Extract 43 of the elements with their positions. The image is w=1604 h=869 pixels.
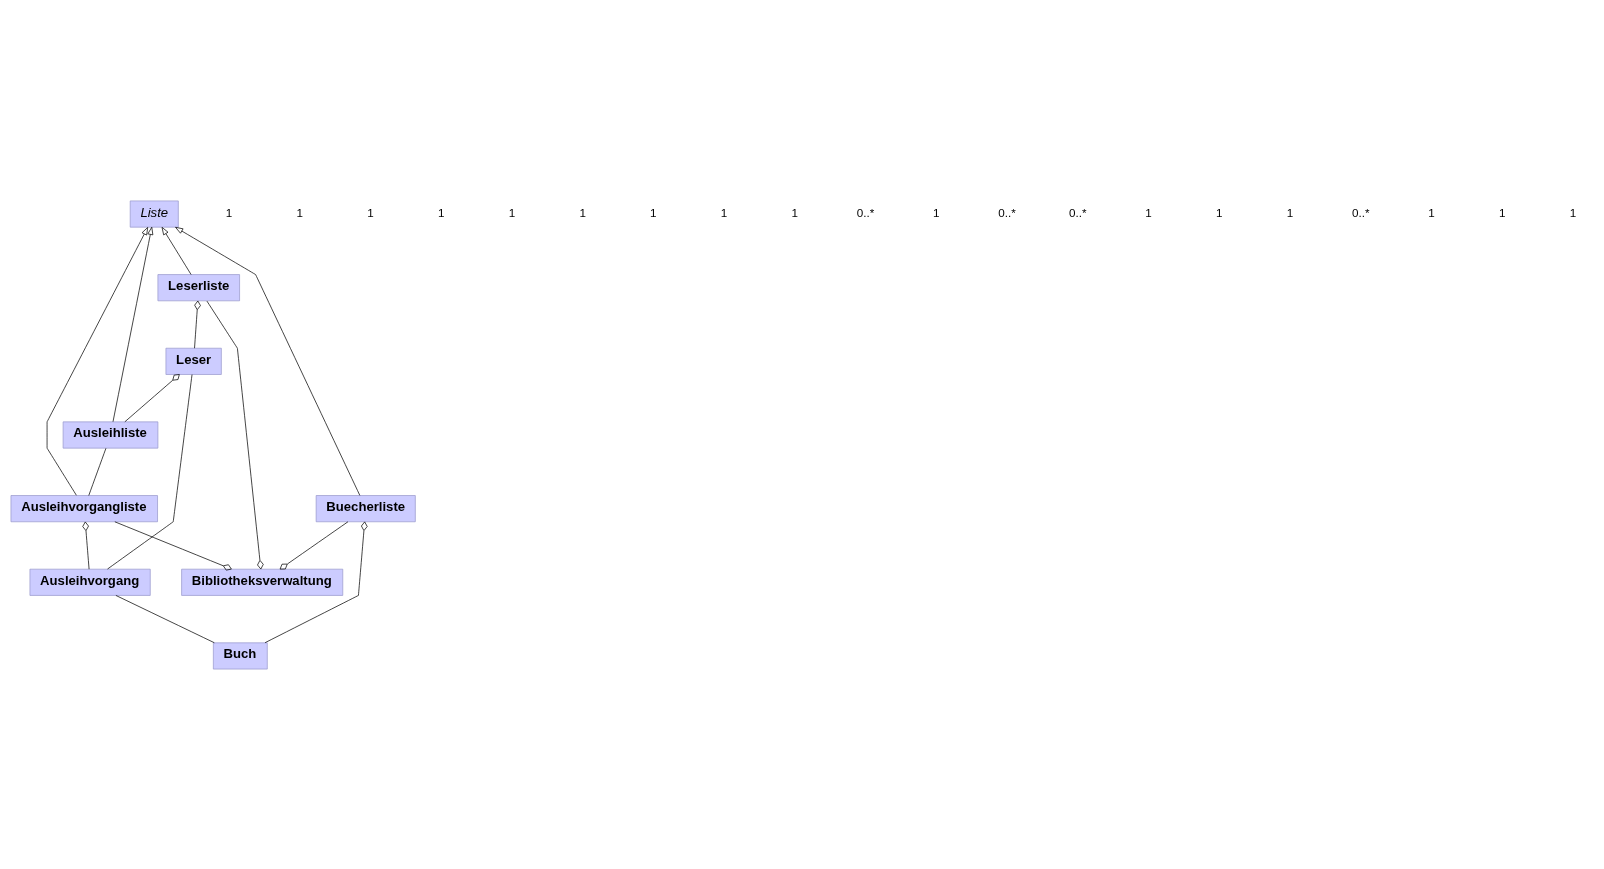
node-box: Buecherliste: [315, 494, 416, 522]
arrow: [46, 226, 149, 496]
label: 1: [1428, 205, 1435, 219]
label: 1: [720, 205, 728, 219]
connector: [279, 520, 349, 569]
node-box: Ausleihvorgangliste: [10, 494, 158, 522]
connector: [107, 373, 193, 569]
node-box: Leser: [165, 347, 222, 375]
node-box: Ausleihliste: [62, 421, 159, 448]
label: 1: [367, 205, 374, 219]
label: 1: [933, 205, 940, 219]
label: 0..*: [1069, 205, 1087, 219]
label: 0..*: [998, 205, 1016, 219]
arrow: [161, 226, 192, 275]
label: 1: [508, 205, 516, 219]
connector: [88, 447, 107, 496]
label: 1: [1498, 205, 1506, 219]
node-box: Liste: [129, 200, 179, 228]
label: 0..*: [1352, 205, 1370, 219]
node-box: Leserliste: [157, 273, 240, 301]
label: 1: [437, 205, 445, 219]
connector: [206, 300, 264, 569]
label: 0..*: [856, 205, 875, 219]
connector: [115, 594, 215, 643]
connector: [194, 300, 201, 349]
node-box: Bibliotheksverwaltung: [181, 568, 344, 596]
connector: [264, 521, 368, 643]
arrow: [112, 226, 154, 422]
connector: [114, 520, 232, 570]
label: 1: [1145, 205, 1152, 219]
label: 1: [225, 205, 233, 219]
label: 1: [579, 205, 586, 219]
arrow: [175, 226, 361, 496]
label: 1: [650, 205, 657, 219]
node-box: Ausleihvorgang: [29, 568, 151, 596]
connector: [82, 521, 90, 569]
label: 1: [296, 205, 303, 219]
label: 1: [791, 205, 799, 219]
node-box: Buch: [212, 641, 268, 669]
connector: [124, 373, 180, 422]
label: 1: [1286, 205, 1294, 219]
label: 1: [1569, 205, 1577, 219]
label: 1: [1216, 205, 1223, 219]
